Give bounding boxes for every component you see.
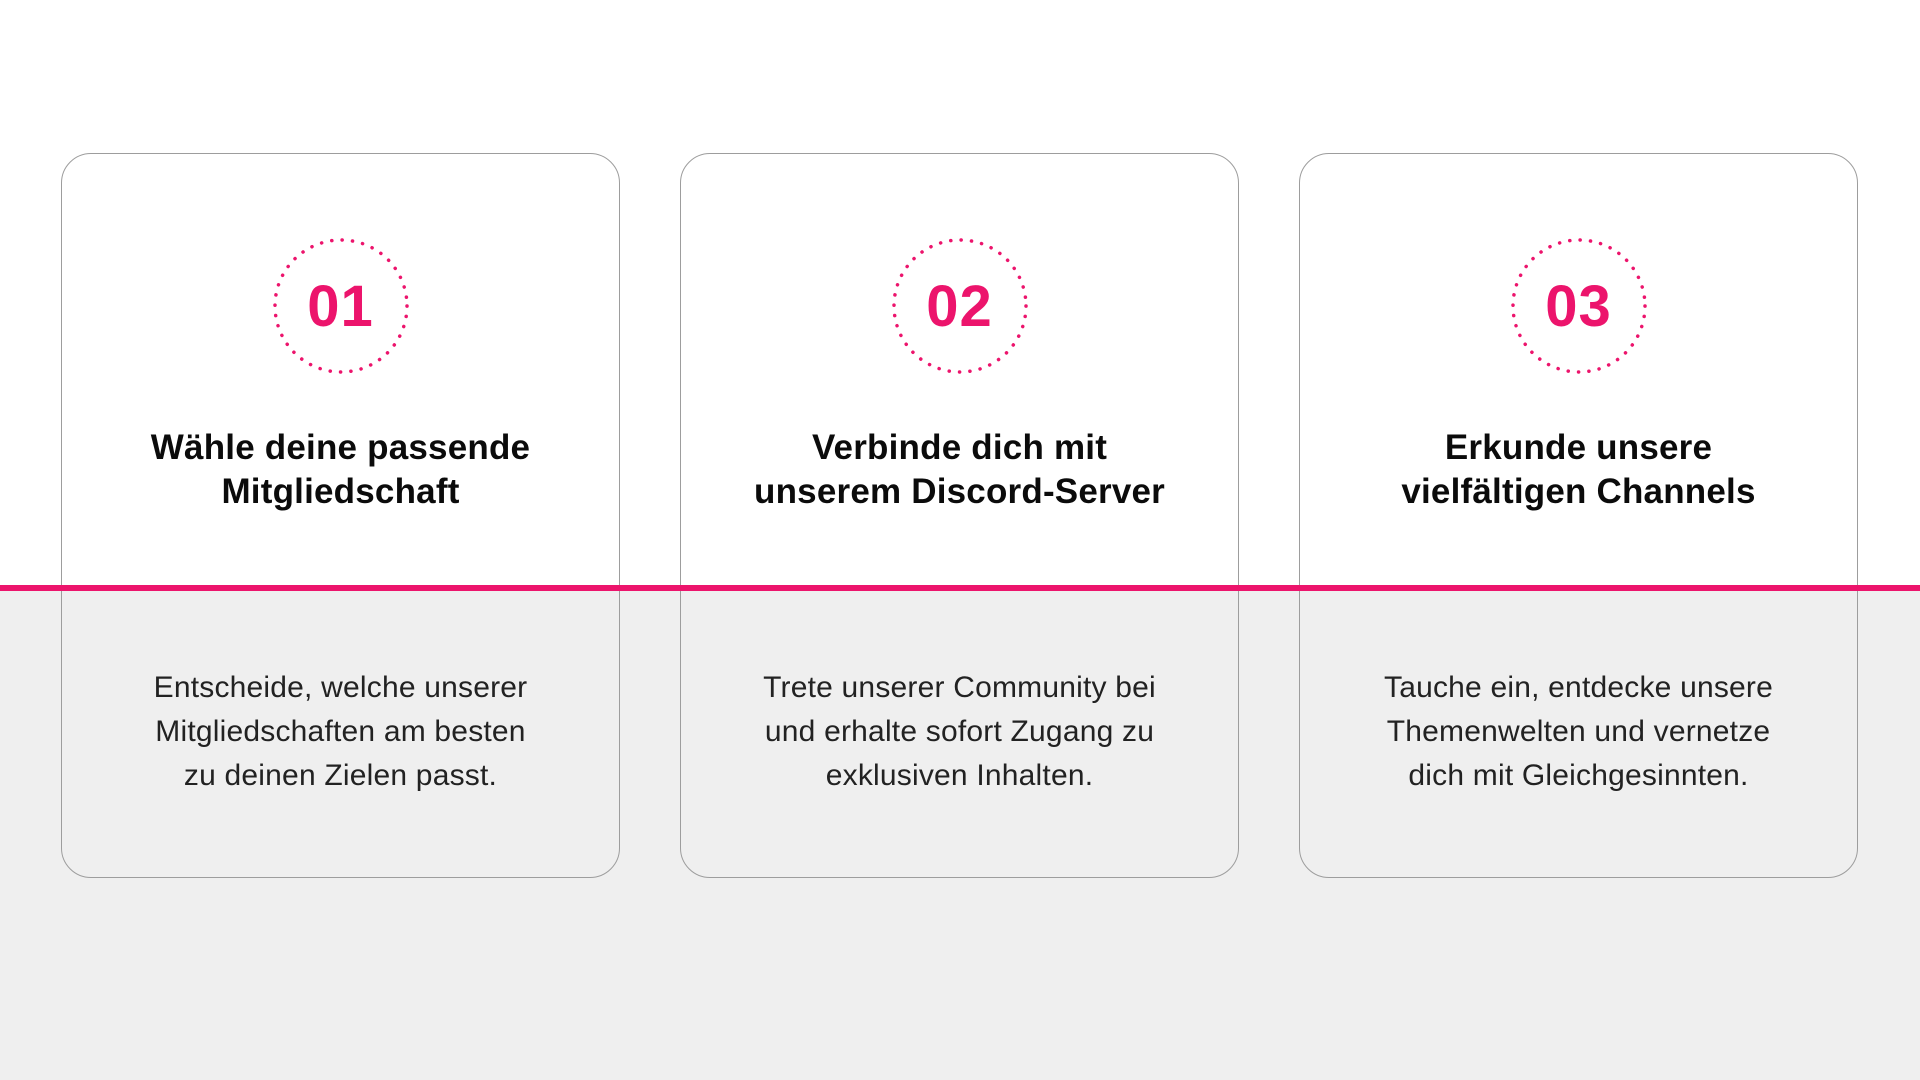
step-description-line: exklusiven Inhalten. xyxy=(825,759,1094,792)
step-number: 03 xyxy=(1545,273,1612,339)
step-title-line: vielfältigen Channels xyxy=(1401,472,1756,511)
step-card-1: 01 Wähle deine passende Mitgliedschaft E… xyxy=(61,153,620,878)
step-number-badge: 01 xyxy=(271,236,411,376)
lower-gray-background xyxy=(0,588,1920,1080)
dotted-circle-icon xyxy=(891,238,1028,374)
step-number: 02 xyxy=(926,273,993,339)
step-title-line: unserem Discord-Server xyxy=(754,472,1165,511)
step-description: Entscheide, welche unserer Mitgliedschaf… xyxy=(62,666,619,798)
step-title: Erkunde unsere vielfältigen Channels xyxy=(1300,426,1857,514)
step-title-line: Wähle deine passende xyxy=(150,428,531,467)
step-description-line: und erhalte sofort Zugang zu xyxy=(764,715,1155,748)
step-description-line: Mitgliedschaften am besten xyxy=(155,715,526,748)
step-number: 01 xyxy=(307,273,374,339)
step-title: Wähle deine passende Mitgliedschaft xyxy=(62,426,619,514)
pink-divider-line xyxy=(0,585,1920,591)
step-description: Trete unserer Community bei und erhalte … xyxy=(681,666,1238,798)
step-card-3: 03 Erkunde unsere vielfältigen Channels … xyxy=(1299,153,1858,878)
dotted-circle-icon xyxy=(1510,238,1647,374)
step-card-2: 02 Verbinde dich mit unserem Discord-Ser… xyxy=(680,153,1239,878)
step-title-line: Erkunde unsere xyxy=(1444,428,1713,467)
step-description-line: zu deinen Zielen passt. xyxy=(183,759,498,792)
step-description-line: Themenwelten und vernetze xyxy=(1386,715,1771,748)
step-number-badge: 02 xyxy=(890,236,1030,376)
step-number-badge: 03 xyxy=(1509,236,1649,376)
step-cards-row: 01 Wähle deine passende Mitgliedschaft E… xyxy=(61,153,1858,878)
step-title-line: Verbinde dich mit xyxy=(811,428,1108,467)
dotted-circle-icon xyxy=(272,238,409,374)
step-description-line: Entscheide, welche unserer xyxy=(153,671,528,704)
step-title-line: Mitgliedschaft xyxy=(221,472,460,511)
step-description-line: Tauche ein, entdecke unsere xyxy=(1384,671,1773,704)
step-title: Verbinde dich mit unserem Discord-Server xyxy=(681,426,1238,514)
step-description: Tauche ein, entdecke unsere Themenwelten… xyxy=(1300,666,1857,798)
step-description-line: Trete unserer Community bei xyxy=(763,671,1156,704)
step-description-line: dich mit Gleichgesinnten. xyxy=(1408,759,1749,792)
